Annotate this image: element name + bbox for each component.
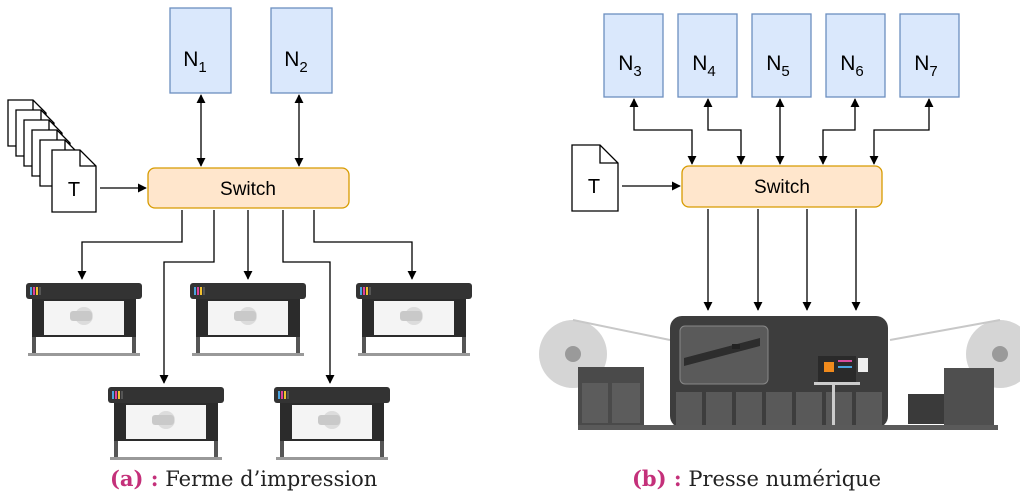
switch-right-label: Switch xyxy=(754,177,810,198)
arrow-switch-printer-3 xyxy=(313,210,417,280)
node-n4-label: N xyxy=(692,52,707,75)
printer-icon-3 xyxy=(356,283,472,356)
node-n7-sub: 7 xyxy=(929,63,937,80)
node-n5: N5 xyxy=(751,13,812,98)
node-n7: N7 xyxy=(899,13,960,98)
svg-text:N5: N5 xyxy=(766,52,790,80)
switch-left-label: Switch xyxy=(220,179,276,200)
node-n4: N4 xyxy=(677,13,738,98)
caption-a-tag: (a) : xyxy=(110,466,159,491)
document-stack-icon: T xyxy=(7,99,97,213)
arrow-switch-printer-4 xyxy=(159,210,215,384)
caption-a: (a) : Ferme d’impression xyxy=(110,466,377,491)
node-n3: N3 xyxy=(603,13,664,98)
printer-icon-1 xyxy=(26,283,142,356)
arrow-switch-printer-5 xyxy=(282,210,335,384)
svg-text:N4: N4 xyxy=(692,52,716,80)
node-n1: N1 xyxy=(169,7,232,94)
node-n6-label: N xyxy=(840,52,855,75)
printer-icon-4 xyxy=(108,387,224,460)
node-n6: N6 xyxy=(825,13,886,98)
node-n5-sub: 5 xyxy=(781,63,789,80)
printer-icon-2 xyxy=(190,283,306,356)
switch-left: Switch xyxy=(147,167,350,209)
node-n2-label: N xyxy=(284,48,299,71)
node-n3-label: N xyxy=(618,52,633,75)
node-n4-sub: 4 xyxy=(707,63,715,80)
node-n2: N2 xyxy=(270,7,333,94)
node-n1-sub: 1 xyxy=(198,59,206,76)
svg-text:N7: N7 xyxy=(914,52,938,80)
caption-b: (b) : Presse numérique xyxy=(632,466,881,491)
node-n1-label: N xyxy=(183,48,198,71)
printer-icon-5 xyxy=(274,387,390,460)
node-n5-label: N xyxy=(766,52,781,75)
switch-right: Switch xyxy=(681,165,883,208)
caption-b-tag: (b) : xyxy=(632,466,682,491)
left-panel: N1 N2 Switch T xyxy=(7,7,472,460)
doc-right-label: T xyxy=(588,176,600,198)
node-n2-sub: 2 xyxy=(299,59,307,76)
node-n6-sub: 6 xyxy=(855,63,863,80)
digital-press-icon xyxy=(539,316,1020,430)
node-n3-sub: 3 xyxy=(633,63,641,80)
doc-left-label: T xyxy=(68,179,80,201)
svg-text:N1: N1 xyxy=(183,48,207,76)
arrow-n7-switch xyxy=(869,98,934,165)
arrow-n4-switch xyxy=(703,98,746,165)
svg-text:N3: N3 xyxy=(618,52,642,80)
arrow-switch-printer-1 xyxy=(77,210,183,280)
right-panel: N3 N4 N5 N6 N7 Switch xyxy=(539,13,1020,430)
svg-text:N2: N2 xyxy=(284,48,308,76)
node-n7-label: N xyxy=(914,52,929,75)
caption-b-text: Presse numérique xyxy=(688,467,882,491)
caption-a-text: Ferme d’impression xyxy=(165,467,378,491)
svg-text:N6: N6 xyxy=(840,52,864,80)
arrow-n3-switch xyxy=(629,98,697,165)
arrow-n6-switch xyxy=(818,98,860,165)
document-icon: T xyxy=(571,144,619,212)
